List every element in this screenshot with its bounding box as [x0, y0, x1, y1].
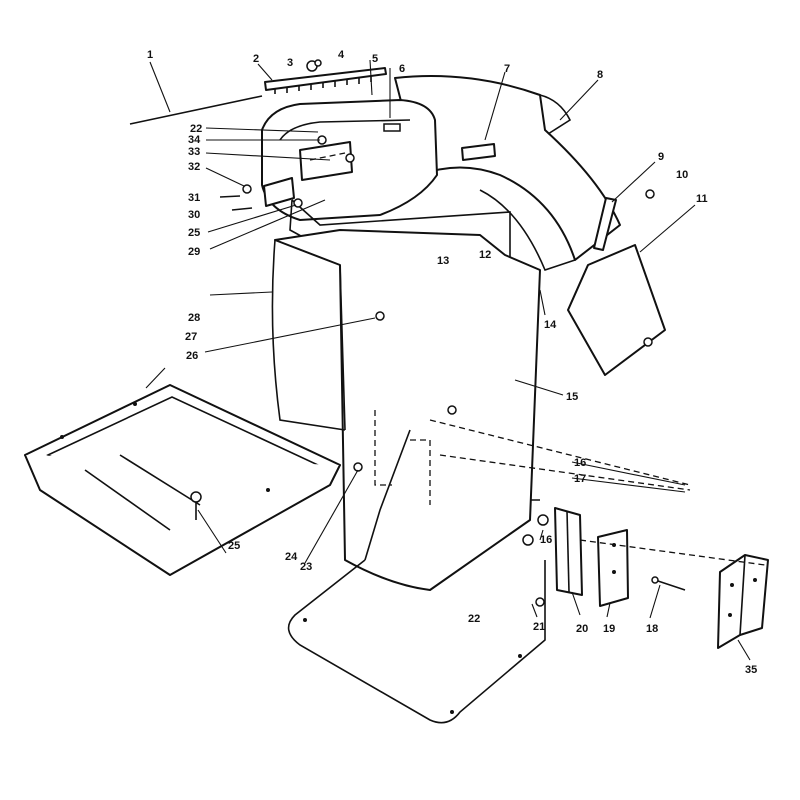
part-comb-strip	[264, 67, 387, 94]
callout-14: 14	[544, 319, 557, 331]
callout-27: 27	[185, 331, 197, 343]
alignment-line	[579, 539, 766, 566]
callout-labels: 1 2 3 4 5 6 7 8 9 10 11 12 13 14 15 16 1…	[147, 49, 757, 676]
part-deflector	[567, 244, 666, 376]
callout-3: 3	[287, 57, 293, 69]
part-tray	[24, 384, 341, 576]
callout-17: 17	[574, 473, 586, 485]
callout-34: 34	[188, 134, 201, 146]
callout-22a: 22	[190, 123, 202, 135]
callout-1: 1	[147, 49, 153, 61]
callout-11: 11	[696, 193, 708, 205]
callout-2: 2	[253, 53, 259, 65]
callout-22b: 22	[468, 613, 480, 625]
callout-29: 29	[188, 246, 200, 258]
callout-7: 7	[504, 63, 510, 75]
callout-18: 18	[646, 623, 658, 635]
part-bolt-18	[651, 576, 686, 591]
callout-25b: 25	[228, 540, 240, 552]
callout-23: 23	[300, 561, 312, 573]
callout-16b: 16	[540, 534, 552, 546]
callout-13: 13	[437, 255, 449, 267]
part-strap	[593, 197, 617, 251]
part-pin	[383, 123, 401, 132]
part-nut-washer	[306, 59, 322, 72]
callout-10: 10	[676, 169, 688, 181]
callout-15: 15	[566, 391, 578, 403]
callout-32: 32	[188, 161, 200, 173]
callout-5: 5	[372, 53, 378, 65]
callout-12: 12	[479, 249, 491, 261]
callout-8: 8	[597, 69, 603, 81]
part-knob	[190, 491, 202, 520]
hidden-lines	[374, 410, 691, 505]
callout-26: 26	[186, 350, 198, 362]
part-decal	[461, 143, 496, 161]
part-hinge-plate	[522, 507, 583, 607]
part-bracket-29	[263, 177, 303, 208]
part-bail-handle	[287, 429, 546, 724]
part-discharge-chute	[394, 75, 621, 271]
callout-30: 30	[188, 209, 200, 221]
callout-25a: 25	[188, 227, 200, 239]
callout-35: 35	[745, 664, 757, 676]
callout-16a: 16	[574, 457, 586, 469]
callout-4: 4	[338, 49, 345, 61]
callout-33: 33	[188, 146, 200, 158]
part-bolt-10	[645, 189, 655, 199]
leader-lines	[145, 59, 751, 661]
part-angle-bracket	[717, 554, 769, 649]
part-bag	[271, 229, 541, 591]
callout-21: 21	[533, 621, 545, 633]
callout-28: 28	[188, 312, 200, 324]
part-plate-19	[597, 529, 629, 607]
callout-31: 31	[188, 192, 200, 204]
callout-24: 24	[285, 551, 298, 563]
callout-19: 19	[603, 623, 615, 635]
callout-20: 20	[576, 623, 588, 635]
callout-9: 9	[658, 151, 664, 163]
part-rod	[129, 95, 263, 125]
callout-6: 6	[399, 63, 405, 75]
